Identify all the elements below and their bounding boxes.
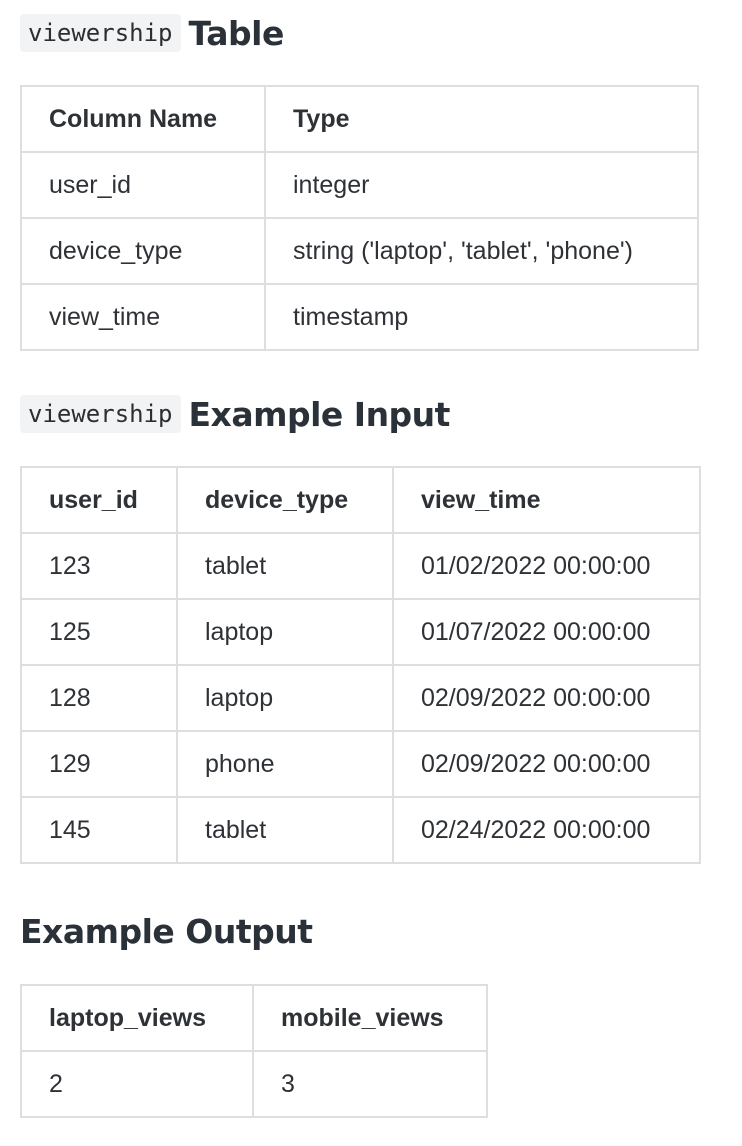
column-header: device_type	[176, 466, 394, 534]
column-header: view_time	[392, 466, 701, 534]
table-cell: integer	[264, 151, 699, 219]
column-header: mobile_views	[252, 984, 488, 1052]
table-row: user_id integer	[20, 151, 699, 219]
table-cell: tablet	[176, 532, 394, 600]
schema-heading-text: Table	[188, 13, 285, 53]
column-header: Type	[264, 85, 699, 153]
table-cell: 123	[20, 532, 178, 600]
table-cell: 2	[20, 1050, 254, 1118]
table-row: 2 3	[20, 1050, 488, 1118]
table-cell: laptop	[176, 598, 394, 666]
table-cell: 02/24/2022 00:00:00	[392, 796, 701, 864]
table-cell: laptop	[176, 664, 394, 732]
table-row: 125 laptop 01/07/2022 00:00:00	[20, 598, 701, 666]
schema-heading: viewership Table	[20, 9, 284, 57]
table-cell: string ('laptop', 'tablet', 'phone')	[264, 217, 699, 285]
table-row: 129 phone 02/09/2022 00:00:00	[20, 730, 701, 798]
table-cell: 01/02/2022 00:00:00	[392, 532, 701, 600]
table-header-row: laptop_views mobile_views	[20, 984, 488, 1052]
table-cell: 145	[20, 796, 178, 864]
table-cell: view_time	[20, 283, 266, 351]
table-cell: 128	[20, 664, 178, 732]
table-cell: 129	[20, 730, 178, 798]
table-row: 128 laptop 02/09/2022 00:00:00	[20, 664, 701, 732]
table-cell: user_id	[20, 151, 266, 219]
table-row: view_time timestamp	[20, 283, 699, 351]
table-row: 145 tablet 02/24/2022 00:00:00	[20, 796, 701, 864]
example-input-table: user_id device_type view_time 123 tablet…	[20, 466, 701, 864]
table-header-row: user_id device_type view_time	[20, 466, 701, 534]
example-input-heading-text: Example Input	[188, 394, 451, 434]
table-cell: 3	[252, 1050, 488, 1118]
table-cell: phone	[176, 730, 394, 798]
example-output-heading: Example Output	[20, 907, 313, 955]
column-header: Column Name	[20, 85, 266, 153]
example-output-table: laptop_views mobile_views 2 3	[20, 984, 488, 1118]
table-cell: 02/09/2022 00:00:00	[392, 730, 701, 798]
schema-table: Column Name Type user_id integer device_…	[20, 85, 699, 351]
example-output-heading-text: Example Output	[20, 911, 313, 951]
table-header-row: Column Name Type	[20, 85, 699, 153]
table-cell: tablet	[176, 796, 394, 864]
example-input-heading: viewership Example Input	[20, 390, 450, 438]
table-cell: 01/07/2022 00:00:00	[392, 598, 701, 666]
column-header: user_id	[20, 466, 178, 534]
table-row: 123 tablet 01/02/2022 00:00:00	[20, 532, 701, 600]
column-header: laptop_views	[20, 984, 254, 1052]
table-cell: 125	[20, 598, 178, 666]
table-cell: timestamp	[264, 283, 699, 351]
table-cell: device_type	[20, 217, 266, 285]
table-name-code: viewership	[20, 14, 181, 52]
table-cell: 02/09/2022 00:00:00	[392, 664, 701, 732]
table-row: device_type string ('laptop', 'tablet', …	[20, 217, 699, 285]
table-name-code: viewership	[20, 395, 181, 433]
